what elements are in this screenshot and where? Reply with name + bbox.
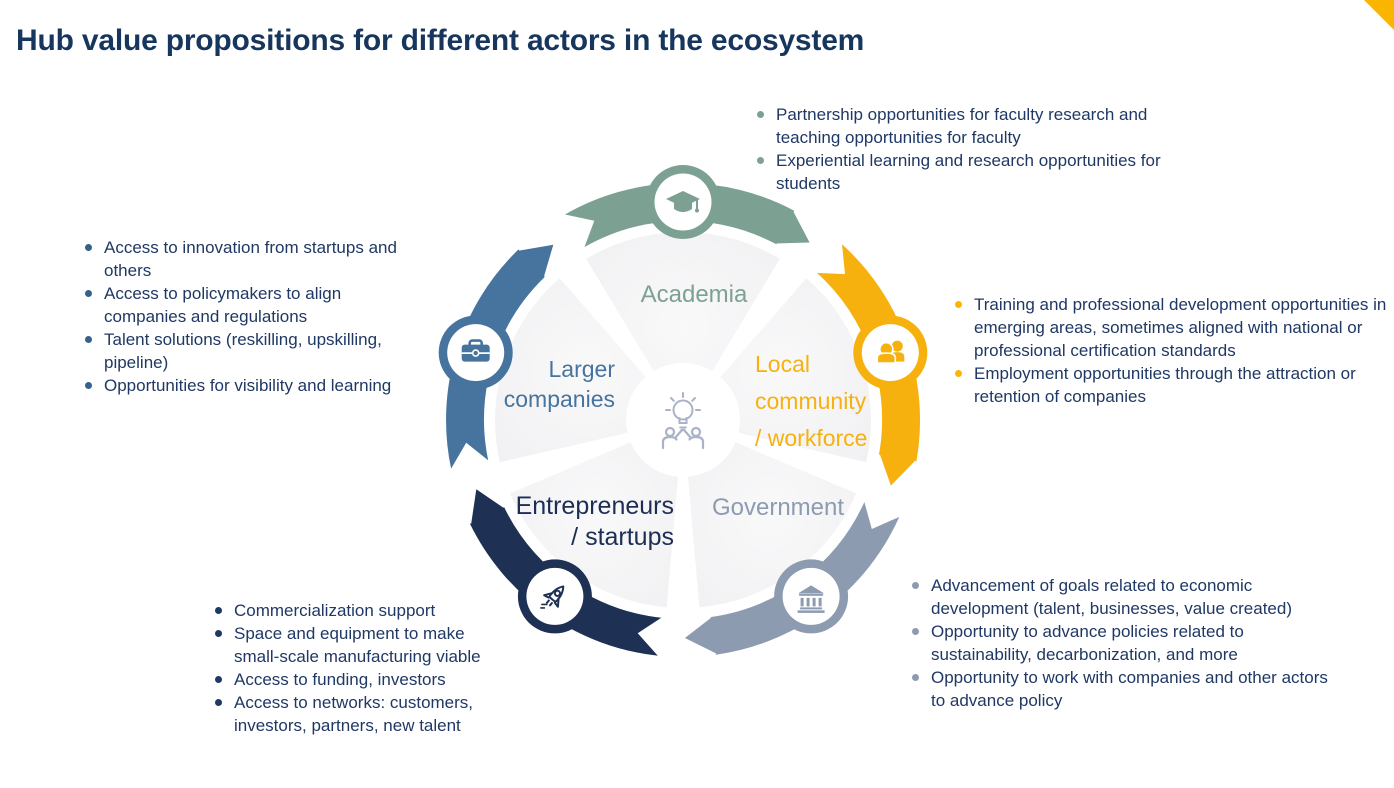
idea-collaboration-icon [661,392,705,450]
list-item: Opportunity to work with companies and o… [905,666,1345,712]
list-item: Training and professional development op… [948,293,1394,362]
label-line: / workforce [755,425,868,451]
page-title: Hub value propositions for different act… [16,24,865,57]
label-line: Larger [548,356,615,382]
segment-medallion-larger [438,315,513,390]
segment-medallion-local [853,315,928,390]
list-item: Advancement of goals related to economic… [905,574,1345,620]
wedge-entrepreneurs [509,420,683,608]
list-item: Space and equipment to make small-scale … [208,622,500,668]
segment-label-academia: Academia [594,281,794,309]
segment-medallion-academia [646,165,720,239]
briefcase-icon [461,339,490,362]
government-value-list: Advancement of goals related to economic… [905,574,1345,712]
hub-cycle-svg [438,165,928,658]
local-community-value-list: Training and professional development op… [948,293,1394,408]
list-item: Experiential learning and research oppor… [750,149,1182,195]
list-item: Commercialization support [208,599,500,622]
list-item: Access to policymakers to align companie… [78,282,418,328]
segment-label-government: Government [678,494,878,522]
list-item: Access to networks: customers, investors… [208,691,500,737]
label-line: Government [711,494,845,521]
list-item: Talent solutions (reskilling, upskilling… [78,328,418,374]
people-icon [876,340,905,364]
graduation-cap-icon [666,191,700,213]
list-item: Access to innovation from startups and o… [78,236,418,282]
label-line: Local [755,351,810,377]
label-line: community [755,388,867,414]
larger-companies-value-list: Access to innovation from startups and o… [78,236,418,397]
rocket-icon [540,585,565,609]
label-line: / startups [571,523,674,551]
list-item: Opportunities for visibility and learnin… [78,374,418,397]
segment-label-larger-companies: Larger companies [455,354,615,414]
label-line: Entrepreneurs [515,492,674,520]
segment-label-local-community: Local community / workforce [755,346,935,457]
academia-value-list: Partnership opportunities for faculty re… [750,103,1182,195]
label-line: Academia [640,281,748,308]
list-item: Access to funding, investors [208,668,500,691]
bank-icon [797,585,825,613]
segment-medallion-government [774,559,849,634]
label-line: companies [503,386,615,412]
list-item: Employment opportunities through the att… [948,362,1394,408]
segment-label-entrepreneurs: Entrepreneurs / startups [474,491,674,553]
list-item: Opportunity to advance policies related … [905,620,1345,666]
corner-accent-triangle [1364,0,1394,30]
hub-cycle-diagram [423,160,943,680]
wedge-government [683,420,857,608]
segment-medallion-entrepreneurs [517,559,592,634]
wedge-academia [586,232,780,420]
list-item: Partnership opportunities for faculty re… [750,103,1182,149]
